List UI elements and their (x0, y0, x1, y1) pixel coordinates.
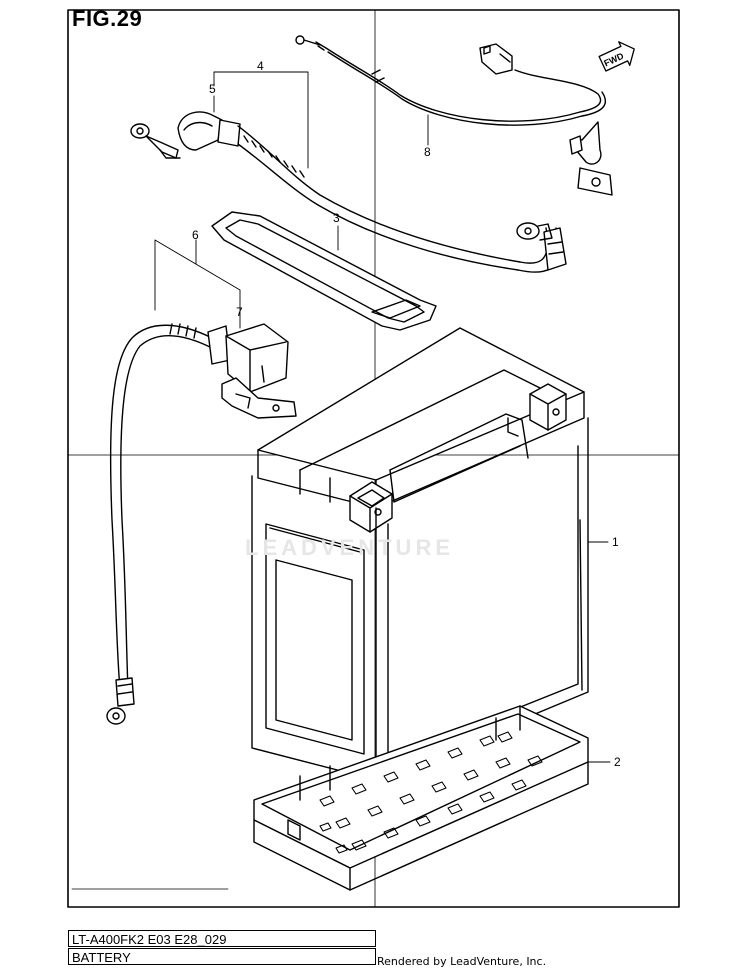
part-4-positive-cable (130, 111, 567, 273)
callout-label-1: 1 (612, 535, 619, 549)
part-8-wire-harness (295, 35, 613, 196)
part-2-battery-tray (253, 705, 589, 891)
callout-label-8: 8 (424, 145, 431, 159)
model-code-box: LT-A400FK2 E03 E28_029 (68, 930, 376, 947)
watermark: LEADVENTURE (245, 535, 455, 560)
callout-label-5: 5 (209, 82, 216, 96)
callout-label-7: 7 (236, 305, 243, 319)
callout-6-bracket (154, 239, 241, 329)
part-3-battery-band (211, 211, 437, 331)
forward-arrow-icon: FWD (598, 41, 635, 72)
callout-label-6: 6 (192, 228, 199, 242)
callout-label-3: 3 (333, 211, 340, 225)
section-name-box: BATTERY (68, 948, 376, 965)
render-credit: Rendered by LeadVenture, Inc. (377, 955, 547, 968)
callout-4-bracket (213, 71, 309, 169)
callout-label-2: 2 (614, 755, 621, 769)
part-6-negative-cable (106, 323, 297, 725)
frame-border (67, 9, 680, 908)
callout-label-4: 4 (257, 59, 264, 73)
